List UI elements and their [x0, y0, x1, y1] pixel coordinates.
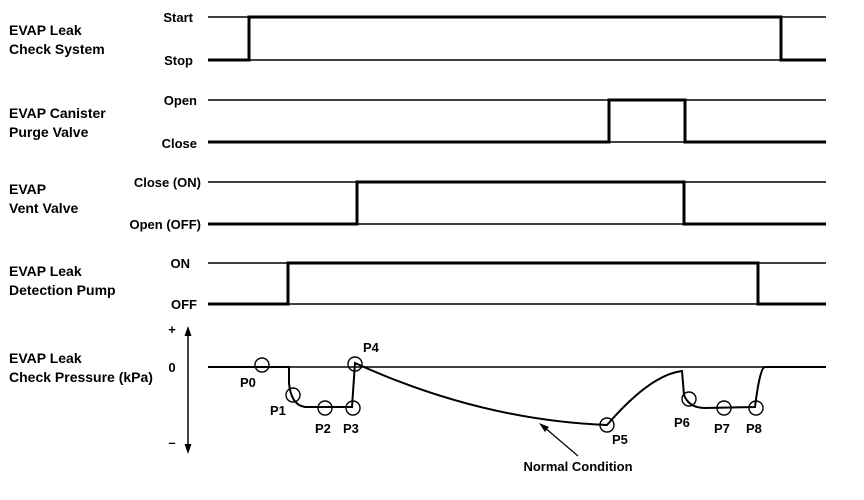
state-low-label: Open (OFF): [130, 217, 202, 232]
state-low-label: Stop: [164, 53, 193, 68]
state-high-label: ON: [171, 256, 191, 271]
point-marker-p6: [681, 391, 697, 407]
point-marker-p3: [345, 400, 361, 416]
axis-minus-label: –: [168, 435, 175, 450]
row-label-line: EVAP Leak: [9, 22, 82, 38]
annotation-normal-condition: Normal Condition: [523, 459, 632, 474]
row-check-pressure: EVAP Leak Check Pressure (kPa) + 0 – P0 …: [9, 322, 826, 474]
signal-trace: [208, 261, 826, 306]
point-label-p8: P8: [746, 421, 762, 436]
row-label-line: EVAP Canister: [9, 105, 106, 121]
state-high-label: Close (ON): [134, 175, 201, 190]
axis-zero-label: 0: [168, 360, 175, 375]
axis-arrow-up-icon: [184, 326, 192, 336]
row-vent-valve: EVAP Vent Valve Close (ON) Open (OFF): [9, 175, 826, 232]
annotation-arrow: [543, 426, 579, 457]
state-low-label: Close: [162, 136, 197, 151]
point-label-p7: P7: [714, 421, 730, 436]
signal-trace: [208, 15, 826, 62]
point-label-p1: P1: [270, 403, 286, 418]
row-label-line: Detection Pump: [9, 282, 116, 298]
row-label-line: Check Pressure (kPa): [9, 369, 153, 385]
row-label-line: Vent Valve: [9, 200, 78, 216]
point-marker-p4: [347, 356, 363, 372]
point-marker-p8: [748, 400, 764, 416]
state-low-label: OFF: [171, 297, 197, 312]
point-marker-p5: [599, 417, 615, 433]
row-label-line: EVAP Leak: [9, 350, 82, 366]
row-label-line: EVAP Leak: [9, 263, 82, 279]
row-leak-check-system: EVAP Leak Check System Start Stop: [9, 10, 826, 68]
row-canister-purge-valve: EVAP Canister Purge Valve Open Close: [9, 93, 826, 151]
point-marker-p7: [716, 400, 732, 416]
state-high-label: Open: [164, 93, 197, 108]
signal-trace: [208, 98, 826, 144]
row-leak-detection-pump: EVAP Leak Detection Pump ON OFF: [9, 256, 826, 312]
state-high-label: Start: [163, 10, 193, 25]
axis-plus-label: +: [168, 322, 176, 337]
point-marker-p2: [317, 400, 333, 416]
pressure-trace: [208, 361, 826, 427]
point-label-p3: P3: [343, 421, 359, 436]
point-marker-p1: [285, 387, 301, 403]
row-label-line: EVAP: [9, 181, 46, 197]
point-label-p0: P0: [240, 375, 256, 390]
point-marker-p0: [254, 357, 270, 373]
row-label-line: Purge Valve: [9, 124, 89, 140]
point-label-p4: P4: [363, 340, 380, 355]
point-label-p6: P6: [674, 415, 690, 430]
row-label-line: Check System: [9, 41, 105, 57]
axis-arrow-down-icon: [184, 444, 192, 454]
point-label-p5: P5: [612, 432, 628, 447]
point-label-p2: P2: [315, 421, 331, 436]
signal-trace: [208, 180, 826, 226]
annotation-arrowhead-icon: [539, 423, 549, 432]
